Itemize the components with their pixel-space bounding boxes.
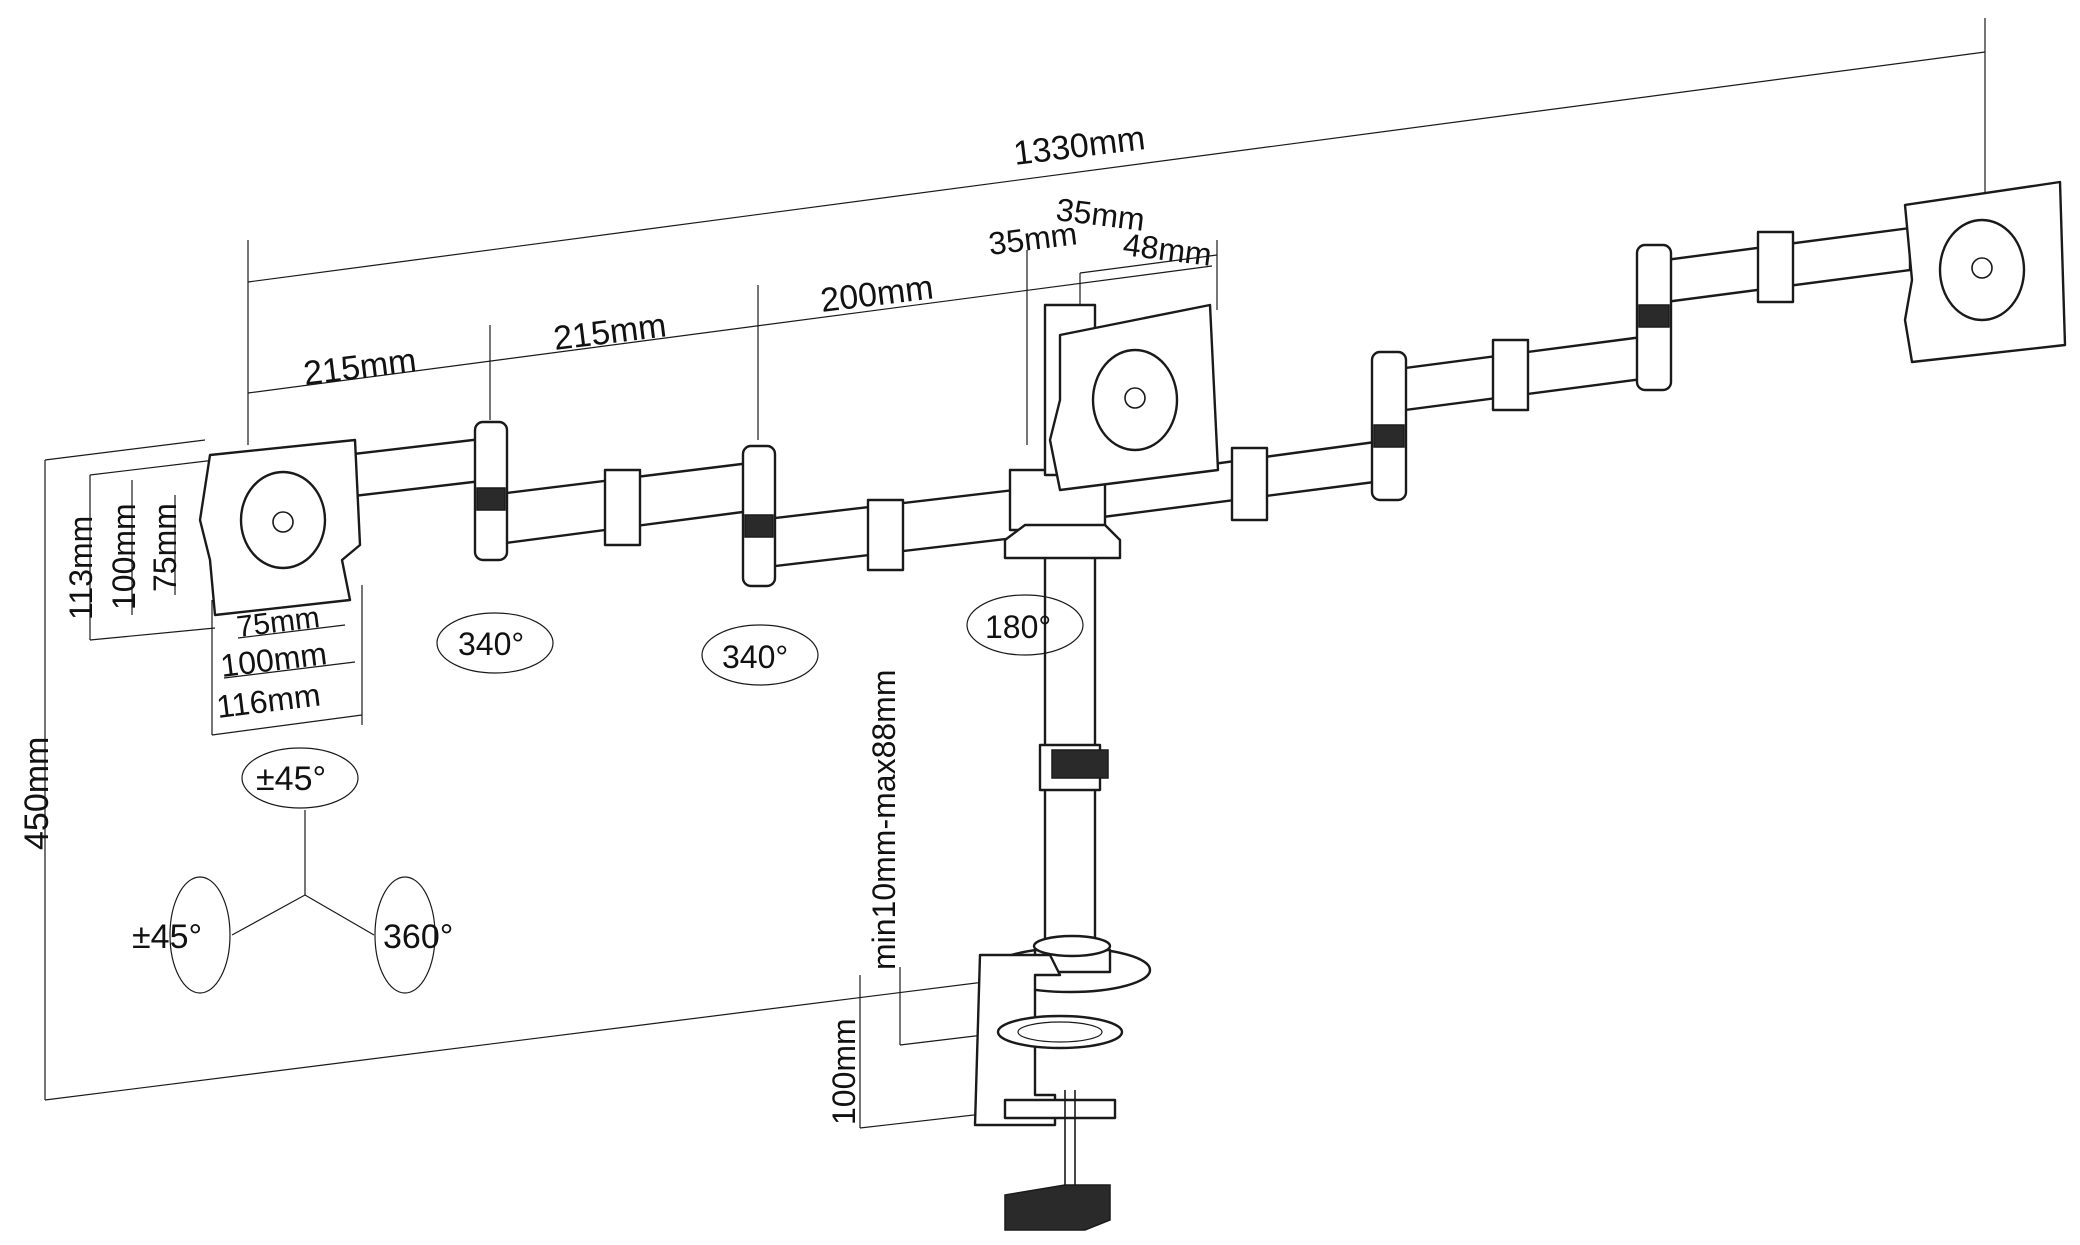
label-arm-segment-1: 215mm	[301, 341, 418, 393]
pole-assembly	[973, 498, 1152, 1231]
label-vesa-height-100: 100mm	[106, 503, 142, 610]
dimension-lines	[44, 18, 1986, 1129]
vesa-plate-right	[1903, 180, 2067, 364]
label-arm-segment-2: 215mm	[551, 306, 668, 358]
label-joint-2-rotation: 340°	[722, 639, 788, 675]
label-joint-1-rotation: 340°	[458, 626, 524, 662]
rotation-indicators	[169, 594, 1084, 994]
label-tilt: ±45°	[256, 760, 326, 798]
label-vesa-width-116: 116mm	[214, 677, 322, 725]
label-clamp-depth: 100mm	[826, 1018, 862, 1125]
label-rotate: 360°	[383, 918, 453, 956]
label-vesa-height-75: 75mm	[147, 503, 183, 592]
vesa-plate-left	[198, 438, 362, 617]
label-arm-segment-3: 200mm	[818, 268, 935, 320]
label-vesa-height-113: 113mm	[63, 516, 99, 620]
vesa-plate-center	[1048, 303, 1220, 492]
label-total-width: 1330mm	[1011, 119, 1147, 173]
cable-clips	[603, 230, 1795, 572]
label-total-height: 450mm	[18, 737, 56, 850]
label-pole-joint-rotation: 180°	[985, 609, 1051, 645]
label-swivel: ±45°	[132, 918, 202, 956]
rotation-labels: 340° 340° 180° ±45° ±45° 360°	[132, 609, 1051, 956]
label-desk-thickness: min10mm-max88mm	[866, 670, 902, 970]
label-pole-offset-b: 35mm	[986, 215, 1079, 262]
